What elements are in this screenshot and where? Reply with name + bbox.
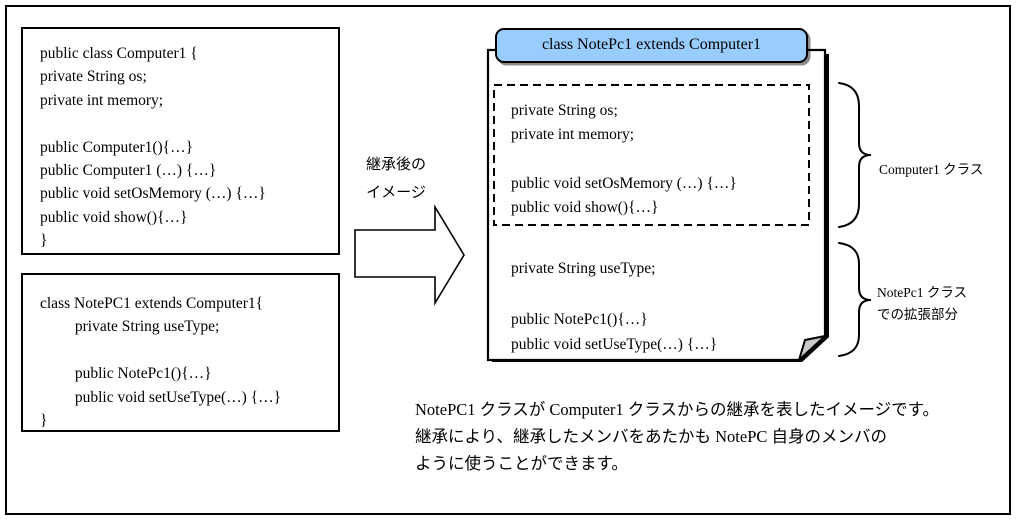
code-line: private String os; bbox=[511, 102, 618, 119]
code-line: public NotePc1(){…} bbox=[511, 310, 648, 328]
code-line: public Computer1 (…) {…} bbox=[40, 162, 217, 180]
caption: NotePC1 クラスが Computer1 クラスからの継承を表したイメージで… bbox=[415, 396, 1000, 478]
inherited-members-text: private String os; private int memory; pu… bbox=[511, 99, 811, 220]
code-line: private int memory; bbox=[511, 126, 635, 144]
extension-members-text: private String useType; public NotePc1()… bbox=[511, 256, 811, 357]
arrow-label: 継承後のイメージ bbox=[350, 151, 442, 207]
brace-label-line: での拡張部分 bbox=[877, 307, 958, 322]
caption-line: ように使うことができます。 bbox=[415, 454, 628, 474]
code-line: private String useType; bbox=[511, 260, 656, 277]
code-line: public Computer1(){…} bbox=[40, 138, 194, 156]
arrow-label-line: 継承後の bbox=[365, 157, 426, 173]
code-line: } bbox=[40, 232, 48, 250]
code-line: public NotePc1(){…} bbox=[40, 365, 212, 383]
code-line: public void setOsMemory (…) {…} bbox=[511, 174, 737, 192]
code-line: public class Computer1 { bbox=[40, 45, 198, 62]
code-line: class NotePC1 extends Computer1{ bbox=[40, 295, 264, 312]
caption-line: 継承により、継承したメンバをあたかも NotePC 自身のメンバの bbox=[415, 427, 888, 447]
notepc1-brace-label: NotePc1 クラスでの拡張部分 bbox=[877, 282, 967, 326]
code-line bbox=[40, 112, 338, 135]
notepc1-source-box: class NotePC1 extends Computer1{ private… bbox=[21, 273, 340, 432]
code-line bbox=[511, 281, 811, 306]
code-line bbox=[511, 148, 811, 172]
class-header: class NotePc1 extends Computer1 bbox=[495, 28, 808, 63]
caption-line: NotePC1 クラスが Computer1 クラスからの継承を表したイメージで… bbox=[415, 400, 939, 419]
code-line: public void show(){…} bbox=[511, 199, 659, 217]
inheritance-arrow-icon bbox=[354, 204, 465, 306]
code-line: private String useType; bbox=[40, 318, 220, 336]
code-line: public void setUseType(…) {…} bbox=[511, 335, 718, 353]
outer-frame bbox=[5, 5, 1011, 515]
code-line bbox=[40, 339, 338, 362]
computer1-source-box: public class Computer1 { private String o… bbox=[21, 27, 340, 255]
brace-label-line: NotePc1 クラス bbox=[877, 285, 968, 300]
code-line: private String os; bbox=[40, 68, 147, 86]
code-line: } bbox=[40, 412, 48, 430]
arrow-label-line: イメージ bbox=[366, 185, 426, 201]
computer1-brace-icon bbox=[838, 82, 872, 228]
notepc1-brace-icon bbox=[838, 242, 872, 357]
code-line: public void setUseType(…) {…} bbox=[40, 388, 282, 406]
folded-corner-icon bbox=[798, 335, 826, 361]
code-line: public void setOsMemory (…) {…} bbox=[40, 185, 266, 203]
code-line: private int memory; bbox=[40, 91, 164, 109]
inherited-members-dashed-box bbox=[493, 84, 810, 226]
computer1-brace-label: Computer1 クラス bbox=[879, 162, 984, 177]
code-line: public void show(){…} bbox=[40, 208, 188, 226]
